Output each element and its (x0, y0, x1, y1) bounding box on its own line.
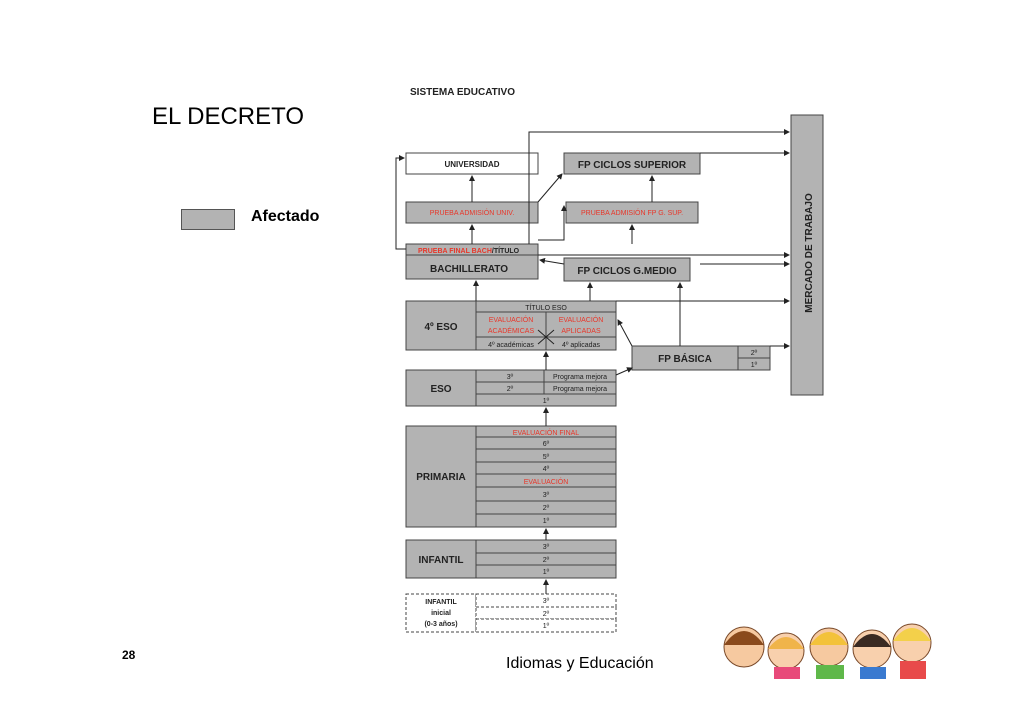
inicial-line2: inicial (431, 610, 451, 617)
fp-basica-1-label: 1º (751, 362, 758, 369)
mercado-trabajo-box (790, 114, 824, 396)
infantil-3-label: 3º (543, 544, 550, 551)
eval-final-label: EVALUACIÓN FINAL (513, 428, 579, 437)
eso-1-cell (475, 393, 617, 407)
academicas-label: 4º académicas (488, 342, 534, 349)
page-number: 28 (122, 648, 136, 662)
eso-2-label: 2º (507, 386, 514, 393)
universidad-box (405, 152, 539, 175)
education-system-diagram: SISTEMA EDUCATIVO MERCADO DE TRABAJO UNI… (395, 87, 824, 633)
primaria-5-label: 5º (543, 454, 550, 461)
flow-arrows (469, 150, 790, 594)
inicial-3-label: 3º (543, 598, 550, 605)
eval-aplicadas-line1: EVALUACIÓN (559, 315, 604, 324)
eso-box (405, 369, 477, 407)
inicial-line3: (0-3 años) (424, 621, 457, 628)
footer-text: Idiomas y Educación (506, 655, 654, 672)
infantil-inicial-box (405, 593, 477, 633)
fp-basica-1-cell (737, 357, 771, 371)
fp-medio-box (563, 257, 691, 282)
primaria-rows (475, 425, 617, 528)
eso-3-label: 3º (507, 374, 514, 381)
fp-basica-2-label: 2º (751, 350, 758, 357)
inicial-line1: INFANTIL (425, 599, 457, 606)
primaria-1-label: 1º (543, 518, 550, 525)
bachillerato-label: BACHILLERATO (430, 264, 508, 275)
eso-1-label: 1º (543, 398, 550, 405)
prueba-admision-univ-label: PRUEBA ADMISIÓN UNIV. (430, 208, 515, 217)
fp-superior-label: FP CICLOS SUPERIOR (578, 160, 687, 171)
diagram-title: SISTEMA EDUCATIVO (410, 87, 515, 98)
primaria-3-label: 3º (543, 492, 550, 499)
primaria-box (405, 425, 477, 528)
legend-label: Afectado (251, 208, 320, 225)
primaria-label: PRIMARIA (416, 472, 465, 483)
infantil-box (405, 539, 477, 579)
primaria-2-label: 2º (543, 505, 550, 512)
prueba-final-bach-label: PRUEBA FINAL BACH/TÍTULO (418, 246, 520, 255)
mercado-trabajo-label: MERCADO DE TRABAJO (804, 193, 815, 313)
eval-label: EVALUACIÓN (524, 477, 569, 486)
legend-swatch-affected (181, 209, 235, 230)
titulo-eso-label: TÍTULO ESO (525, 303, 567, 312)
inicial-1-label: 1º (543, 623, 550, 630)
slide-title: EL DECRETO (152, 103, 305, 130)
eval-academicas-line2: ACADÉMICAS (488, 326, 535, 335)
eval-academicas-line1: EVALUACIÓN (489, 315, 534, 324)
eso4-label: 4º ESO (424, 322, 457, 333)
aplicadas-label: 4º aplicadas (562, 342, 600, 349)
fp-medio-label: FP CICLOS G.MEDIO (577, 266, 676, 277)
aplicadas-row (545, 336, 617, 351)
bachillerato-box (405, 254, 539, 280)
eval-aplicadas-line2: APLICADAS (561, 328, 601, 335)
primaria-4-label: 4º (543, 466, 550, 473)
inicial-2-label: 2º (543, 611, 550, 618)
prueba-admision-fp-box (565, 201, 699, 224)
prog-mejora-3-label: Programa mejora (553, 374, 607, 381)
outer-loop-arrows (395, 129, 790, 345)
eval-aplicadas-box (545, 311, 617, 338)
infantil-1-label: 1º (543, 569, 550, 576)
primaria-6-label: 6º (543, 441, 550, 448)
fp-superior-box (563, 152, 701, 175)
prueba-admision-fp-label: PRUEBA ADMISIÓN FP G. SUP. (581, 208, 683, 217)
children-illustration (723, 623, 932, 679)
universidad-label: UNIVERSIDAD (444, 160, 499, 169)
fp-basica-label: FP BÁSICA (658, 352, 712, 365)
infantil-label: INFANTIL (419, 555, 464, 566)
infantil-2-label: 2º (543, 557, 550, 564)
eso-label: ESO (430, 384, 451, 395)
prog-mejora-2-label: Programa mejora (553, 386, 607, 393)
